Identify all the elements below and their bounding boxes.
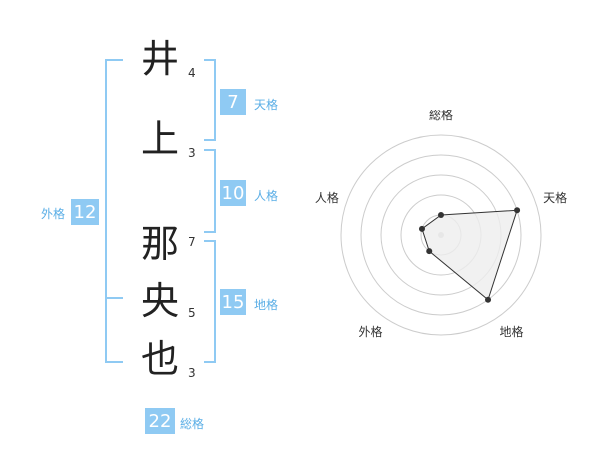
chikaku-label: 地格 [254, 298, 279, 312]
name-char-1: 井 [141, 37, 180, 81]
soukaku-value: 22 [145, 408, 175, 434]
gaikaku-label: 外格 [41, 207, 66, 221]
name-char-3: 那 [141, 222, 180, 266]
stroke-count-5: 3 [188, 366, 196, 380]
name-char-2: 上 [141, 117, 180, 161]
stroke-count-1: 4 [188, 66, 196, 80]
radar-axis-label-2: 天格 [543, 190, 567, 205]
jinkaku-bracket [204, 149, 216, 233]
tenkaku-label: 天格 [254, 98, 279, 112]
tenkaku-bracket [204, 59, 216, 141]
tenkaku-value: 7 [220, 89, 246, 115]
stroke-count-3: 7 [188, 235, 196, 249]
name-char-4: 央 [141, 279, 180, 323]
radar-point-4 [426, 248, 433, 255]
gaikaku-value: 12 [71, 199, 99, 225]
jinkaku-label: 人格 [254, 189, 279, 203]
radar-axis-label-3: 地格 [500, 324, 524, 339]
radar-ring-4 [360, 154, 522, 316]
radar-axis-label-5: 人格 [315, 190, 339, 205]
stroke-count-4: 5 [188, 306, 196, 320]
radar-axis-label-1: 総格 [429, 110, 453, 122]
radar-data-area [421, 209, 518, 301]
radar-ring-5 [340, 134, 542, 336]
radar-point-2 [514, 207, 521, 214]
radar-point-1 [438, 212, 444, 218]
chikaku-bracket [204, 240, 216, 363]
chikaku-value: 15 [220, 289, 246, 315]
radar-point-5 [418, 225, 425, 232]
radar-point-3 [485, 296, 492, 303]
radar-points [418, 207, 521, 303]
gaikaku-bracket [105, 59, 123, 363]
gaikaku-bracket-tick [105, 297, 123, 299]
radar-axis-label-4: 外格 [358, 324, 382, 339]
soukaku-label: 総格 [180, 417, 205, 431]
jinkaku-value: 10 [220, 180, 246, 206]
stroke-count-2: 3 [188, 146, 196, 160]
name-char-5: 也 [141, 337, 180, 381]
